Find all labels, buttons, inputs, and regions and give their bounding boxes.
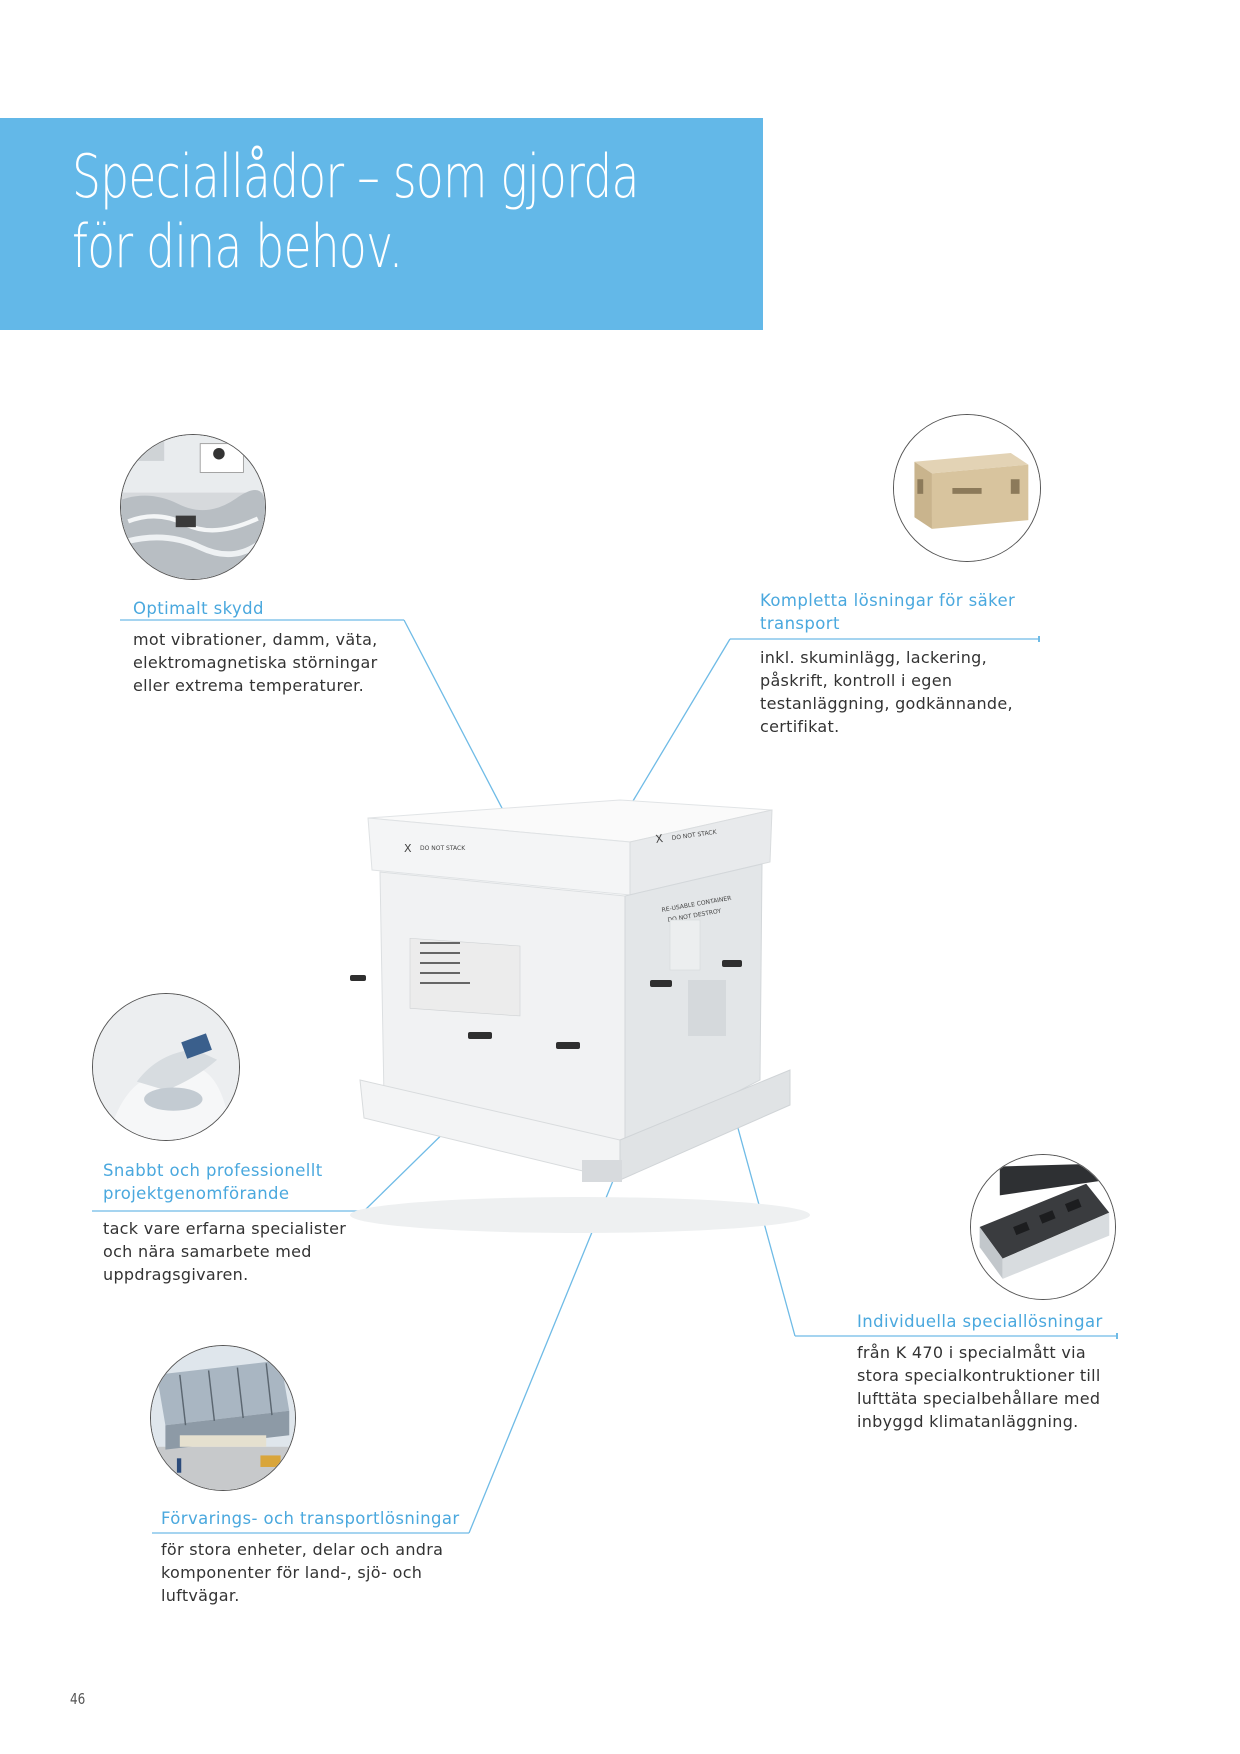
- feature-body-line: mot vibrationer, damm, väta,: [133, 630, 378, 649]
- feature-title-line: projektgenomförande: [103, 1184, 290, 1203]
- foam-detail-thumbnail: [120, 434, 266, 580]
- page-number: 46: [70, 1690, 86, 1708]
- foam-case-thumbnail: [970, 1154, 1116, 1300]
- feature-body-line: för stora enheter, delar och andra: [161, 1540, 444, 1559]
- do-not-stack-left-label: DO NOT STACK: [420, 845, 466, 852]
- x-mark-left: X: [404, 842, 412, 855]
- feature-title-line: Snabbt och professionellt: [103, 1161, 323, 1180]
- feature-body-line: certifikat.: [760, 717, 840, 736]
- transport-rack-thumbnail: [150, 1345, 296, 1491]
- feature-body-optimalt-skydd: mot vibrationer, damm, väta, elektromagn…: [133, 628, 378, 697]
- feature-body-line: påskrift, kontroll i egen: [760, 671, 953, 690]
- x-mark-right: X: [655, 832, 665, 846]
- feature-title-optimalt-skydd: Optimalt skydd: [133, 599, 264, 618]
- page-title: Speciallådor – som gjorda för dina behov…: [72, 142, 639, 282]
- feature-body-line: från K 470 i specialmått via: [857, 1343, 1086, 1362]
- feature-body-line: lufttäta specialbehållare med: [857, 1389, 1101, 1408]
- feature-body-forvarings: för stora enheter, delar och andra kompo…: [161, 1538, 443, 1607]
- header-band: [0, 118, 763, 330]
- feature-body-snabbt-projekt: tack vare erfarna specialister och nära …: [103, 1217, 346, 1286]
- feature-body-individuella: från K 470 i specialmått via stora speci…: [857, 1341, 1101, 1433]
- feature-body-line: tack vare erfarna specialister: [103, 1219, 347, 1238]
- feature-body-line: testanläggning, godkännande,: [760, 694, 1013, 713]
- feature-title-snabbt-projekt: Snabbt och professionellt projektgenomfö…: [103, 1159, 323, 1205]
- feature-title-line: transport: [760, 614, 840, 633]
- feature-body-line: komponenter för land-, sjö- och: [161, 1563, 423, 1582]
- page-title-line-2: för dina behov.: [72, 212, 403, 282]
- page-title-line-1: Speciallådor – som gjorda: [72, 142, 639, 212]
- feature-title-kompletta-losningar: Kompletta lösningar för säker transport: [760, 589, 1015, 635]
- feature-body-line: eller extrema temperaturer.: [133, 676, 364, 695]
- feature-title-line: Kompletta lösningar för säker: [760, 591, 1016, 610]
- feature-body-line: elektromagnetiska störningar: [133, 653, 378, 672]
- feature-title-forvarings: Förvarings- och transportlösningar: [161, 1509, 460, 1528]
- lab-work-thumbnail: [92, 993, 240, 1141]
- feature-body-line: luftvägar.: [161, 1586, 240, 1605]
- special-container-image: DO NOT STACK X DO NOT STACK X RE-USABLE …: [320, 780, 820, 1240]
- feature-title-individuella: Individuella speciallösningar: [857, 1312, 1103, 1331]
- feature-body-kompletta-losningar: inkl. skuminlägg, lackering, påskrift, k…: [760, 646, 1013, 738]
- feature-body-line: inkl. skuminlägg, lackering,: [760, 648, 988, 667]
- feature-body-line: inbyggd klimatanläggning.: [857, 1412, 1079, 1431]
- beige-case-thumbnail: [893, 414, 1041, 562]
- feature-body-line: och nära samarbete med: [103, 1242, 312, 1261]
- feature-body-line: uppdragsgivaren.: [103, 1265, 249, 1284]
- feature-body-line: stora specialkontruktioner till: [857, 1366, 1101, 1385]
